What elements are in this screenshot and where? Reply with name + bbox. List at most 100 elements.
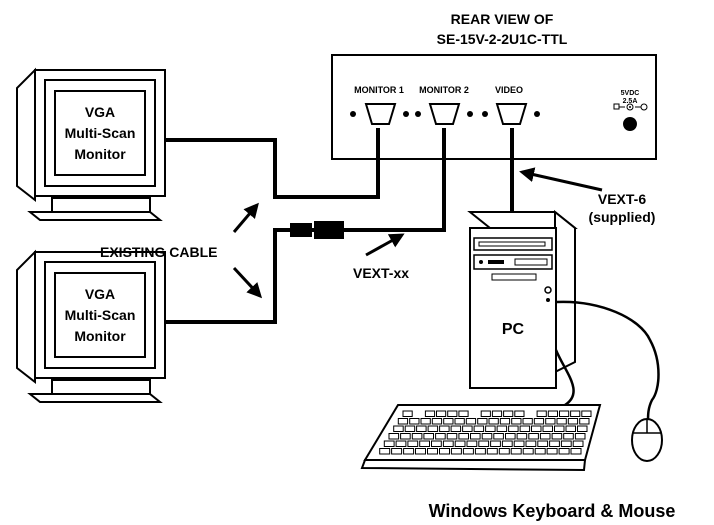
- keyboard-key: [458, 410, 469, 417]
- keyboard-key: [546, 448, 558, 455]
- keyboard-key: [488, 418, 499, 425]
- keyboard-key: [496, 425, 508, 432]
- keyboard-key: [551, 433, 563, 440]
- keyboard-key: [547, 410, 558, 417]
- keyboard-key: [442, 440, 454, 447]
- arrow-to-cable2: [232, 266, 263, 299]
- rear-panel: MONITOR 1 MONITOR 2 VIDEO 5VDC 2.5A: [331, 54, 657, 160]
- keyboard-key: [424, 410, 436, 417]
- keyboard-key: [567, 418, 579, 425]
- vext-6-label-line2: (supplied): [589, 209, 656, 225]
- monitor-2-label-line2: Multi-Scan: [65, 307, 136, 323]
- keyboard-key: [545, 418, 556, 425]
- monitor-1-label-line3: Monitor: [74, 146, 126, 162]
- cable-monitor2: [165, 128, 446, 324]
- keyboard-key: [549, 440, 560, 447]
- keyboard-key: [511, 418, 522, 425]
- vga-port-monitor1: [350, 103, 409, 125]
- keyboard-key: [415, 448, 426, 455]
- keyboard-key: [554, 425, 565, 432]
- power-rating-line2: 2.5A: [623, 98, 638, 105]
- keyboard-key: [556, 418, 567, 425]
- port-label-monitor1: MONITOR 1: [354, 85, 404, 95]
- keyboard-key: [473, 425, 485, 432]
- keyboard-key: [395, 440, 407, 447]
- keyboard-key: [466, 440, 478, 447]
- keyboard-key: [462, 448, 474, 455]
- keyboard-key: [404, 425, 416, 432]
- arrow-to-vext-6: [519, 167, 603, 192]
- keyboard-key: [391, 448, 403, 455]
- existing-cable-label: EXISTING CABLE: [100, 244, 217, 260]
- keyboard-key: [407, 440, 419, 447]
- keyboard-key: [470, 433, 481, 440]
- cable-coupler: [290, 221, 344, 239]
- keyboard-key: [581, 410, 592, 417]
- port-label-monitor2: MONITOR 2: [419, 85, 469, 95]
- keyboard-key: [427, 425, 439, 432]
- keyboard-key: [446, 433, 458, 440]
- rear-view-title-line2: SE-15V-2-2U1C-TTL: [437, 31, 568, 47]
- keyboard-key: [439, 448, 450, 455]
- keyboard-key: [516, 433, 528, 440]
- keyboard-key: [423, 433, 434, 440]
- keyboard-key: [539, 433, 551, 440]
- keyboard-key: [513, 440, 525, 447]
- keyboard-key: [559, 410, 570, 417]
- keyboard-key: [454, 440, 466, 447]
- keyboard-key: [402, 410, 413, 417]
- vext-6-label-line1: VEXT-6: [598, 191, 646, 207]
- keyboard-key: [454, 418, 465, 425]
- arrow-to-vext-xx: [365, 233, 405, 257]
- keyboard-key: [510, 448, 522, 455]
- keyboard-key: [491, 410, 503, 417]
- keyboard-key: [525, 440, 537, 447]
- vext-xx-label: VEXT-xx: [353, 265, 409, 281]
- keyboard-key: [439, 425, 450, 432]
- keyboard-key: [503, 410, 514, 417]
- cables: [165, 128, 514, 324]
- cable-monitor1: [165, 128, 380, 199]
- keyboard-key: [383, 440, 395, 447]
- keyboard-key: [477, 418, 488, 425]
- keyboard-key: [572, 440, 584, 447]
- keyboard-key: [560, 440, 572, 447]
- keyboard-key: [522, 448, 534, 455]
- keyboard-key: [409, 418, 420, 425]
- keyboard-key: [579, 418, 590, 425]
- keyboard-key: [490, 440, 501, 447]
- keyboard-key: [478, 440, 490, 447]
- monitor-2-label-line1: VGA: [85, 286, 115, 302]
- keyboard-key: [397, 418, 409, 425]
- keyboard-key: [431, 440, 442, 447]
- keyboard-key: [537, 440, 549, 447]
- vga-port-monitor2: [415, 103, 473, 125]
- keyboard-key: [534, 448, 546, 455]
- keyboard-key: [431, 418, 443, 425]
- monitor-1-label-line1: VGA: [85, 104, 115, 120]
- pc-tower: PC: [467, 209, 578, 389]
- keyboard-key: [436, 410, 447, 417]
- keyboard-key: [531, 425, 542, 432]
- monitor-2-label-line3: Monitor: [74, 328, 126, 344]
- arrow-to-cable1: [232, 202, 259, 233]
- monitor-1-label-line2: Multi-Scan: [65, 125, 136, 141]
- keyboard-key: [379, 448, 391, 455]
- keyboard-key: [450, 448, 462, 455]
- keyboard-key: [427, 448, 438, 455]
- keyboard-key: [481, 433, 493, 440]
- keyboard-key: [474, 448, 486, 455]
- keyboard-key: [542, 425, 553, 432]
- keyboard-key: [514, 410, 525, 417]
- keyboard-key: [443, 418, 454, 425]
- keyboard-key: [570, 410, 581, 417]
- vga-port-video: [482, 103, 540, 125]
- keyboard-key: [458, 433, 469, 440]
- keyboard: [360, 404, 602, 472]
- power-jack-icon: [623, 117, 637, 131]
- keyboard-key: [485, 425, 496, 432]
- annotation-arrows: [232, 167, 603, 299]
- keyboard-key: [393, 425, 404, 432]
- keyboard-key: [519, 425, 531, 432]
